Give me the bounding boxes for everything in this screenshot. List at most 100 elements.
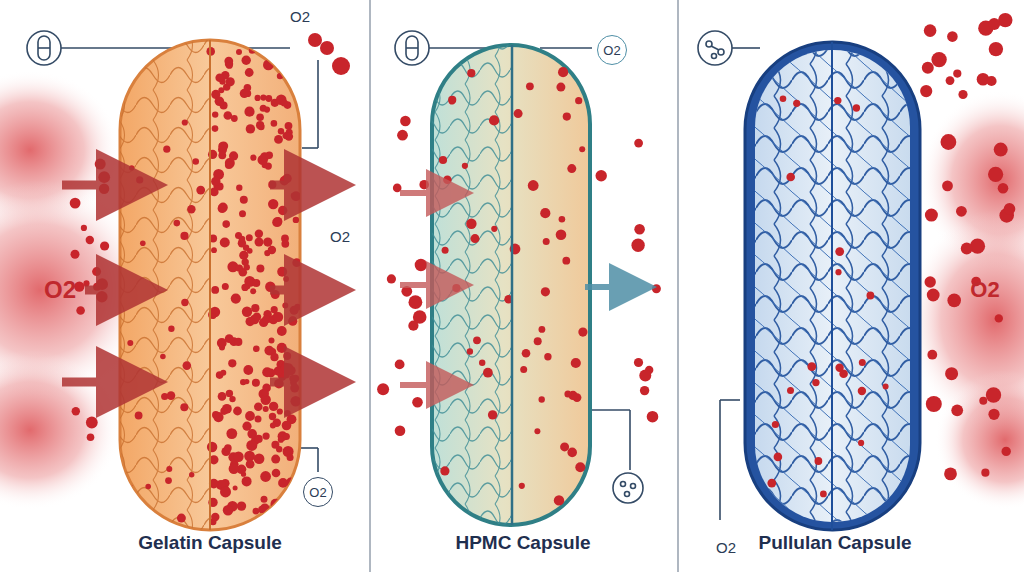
oxygen-dot: [941, 134, 957, 150]
oxygen-dot: [979, 397, 987, 405]
oxygen-dot: [283, 276, 289, 282]
oxygen-dot: [412, 397, 423, 408]
oxygen-dot: [415, 259, 427, 271]
oxygen-dot: [556, 83, 565, 92]
oxygen-dot: [970, 239, 985, 254]
oxygen-dot: [140, 520, 146, 526]
oxygen-dot: [220, 370, 226, 376]
oxygen-dot: [575, 462, 585, 472]
oxygen-dot: [242, 422, 251, 431]
oxygen-dot: [287, 454, 294, 461]
oxygen-dot: [145, 484, 151, 490]
oxygen-dot: [278, 437, 284, 443]
oxygen-dot: [522, 349, 531, 358]
oxygen-dot: [834, 97, 841, 104]
oxygen-dot: [244, 84, 252, 92]
oxygen-dot: [249, 47, 256, 54]
oxygen-dot: [222, 220, 230, 228]
oxygen-dot: [519, 483, 525, 489]
oxygen-dot: [226, 428, 237, 439]
oxygen-dot: [488, 410, 497, 419]
oxygen-dot: [269, 402, 278, 411]
oxygen-label: O2: [290, 9, 310, 24]
oxygen-dot: [268, 246, 276, 254]
oxygen-dot: [575, 70, 582, 77]
oxygen-dot: [260, 471, 271, 482]
oxygen-dot: [631, 239, 644, 252]
oxygen-dot: [290, 57, 300, 67]
oxygen-dot: [767, 479, 776, 488]
oxygen-dot: [233, 486, 238, 491]
oxygen-label: O2: [970, 279, 999, 301]
oxygen-dot: [820, 491, 827, 498]
oxygen-dot: [245, 68, 254, 77]
oxygen-dot: [442, 247, 449, 254]
oxygen-dot: [212, 111, 218, 117]
oxygen-dot: [245, 411, 255, 421]
oxygen-dot: [560, 442, 569, 451]
oxygen-dot: [772, 421, 779, 428]
oxygen-dot: [226, 390, 233, 397]
oxygen-dot: [293, 217, 299, 223]
oxygen-dot: [252, 279, 260, 287]
oxygen-dot: [998, 183, 1009, 194]
oxygen-dot: [1002, 447, 1011, 456]
oxygen-dot: [255, 95, 261, 101]
oxygen-dot: [567, 164, 576, 173]
oxygen-dot: [925, 209, 938, 222]
oxygen-dot: [994, 143, 1008, 157]
oxygen-dot: [226, 77, 235, 86]
oxygen-dot: [251, 304, 259, 312]
oxygen-dot: [218, 142, 226, 150]
oxygen-dot: [780, 95, 787, 102]
oxygen-dot: [242, 476, 252, 486]
oxygen-dot: [786, 173, 795, 182]
oxygen-dot: [211, 513, 219, 521]
oxygen-dot: [294, 65, 300, 72]
oxygen-dot: [210, 313, 216, 319]
oxygen-dot: [419, 180, 429, 190]
oxygen-dot: [462, 163, 468, 169]
oxygen-dot: [265, 95, 272, 102]
oxygen-dot: [70, 198, 81, 209]
oxygen-dot: [211, 247, 217, 253]
oxygen-dot: [947, 294, 961, 308]
oxygen-dot: [225, 161, 233, 169]
oxygen-dot: [867, 292, 875, 300]
oxygen-dot: [377, 383, 389, 395]
oxygen-dot: [140, 240, 146, 246]
oxygen-dot: [397, 130, 408, 141]
oxygen-label: O2: [309, 486, 326, 499]
oxygen-dot: [277, 343, 287, 353]
oxygen-dot: [271, 499, 281, 509]
oxygen-dot: [283, 352, 291, 360]
oxygen-dot: [278, 206, 287, 215]
oxygen-dot: [473, 336, 481, 344]
oxygen-dot: [815, 457, 823, 465]
oxygen-dot: [286, 71, 296, 81]
oxygen-dot: [207, 442, 217, 452]
oxygen-dot: [189, 472, 194, 477]
oxygen-dot: [192, 158, 199, 165]
oxygen-dot: [274, 135, 283, 144]
oxygen-dot: [281, 363, 291, 373]
oxygen-dot: [483, 368, 493, 378]
oxygen-dot: [554, 495, 564, 505]
oxygen-dot: [268, 199, 278, 209]
oxygen-dot: [489, 115, 499, 125]
oxygen-dot: [244, 107, 254, 117]
oxygen-dot: [234, 338, 242, 346]
oxygen-dot: [220, 486, 231, 497]
oxygen-dot: [261, 496, 268, 503]
oxygen-dot: [223, 505, 233, 515]
oxygen-dot: [283, 501, 290, 508]
oxygen-dot: [135, 412, 143, 420]
oxygen-label: O2: [330, 229, 350, 244]
oxygen-dot: [277, 73, 283, 79]
oxygen-dot: [270, 353, 278, 361]
capsule-caption: HPMC Capsule: [455, 533, 590, 552]
oxygen-dot: [290, 396, 300, 407]
oxygen-dot: [253, 508, 260, 515]
oxygen-dot: [246, 460, 255, 469]
